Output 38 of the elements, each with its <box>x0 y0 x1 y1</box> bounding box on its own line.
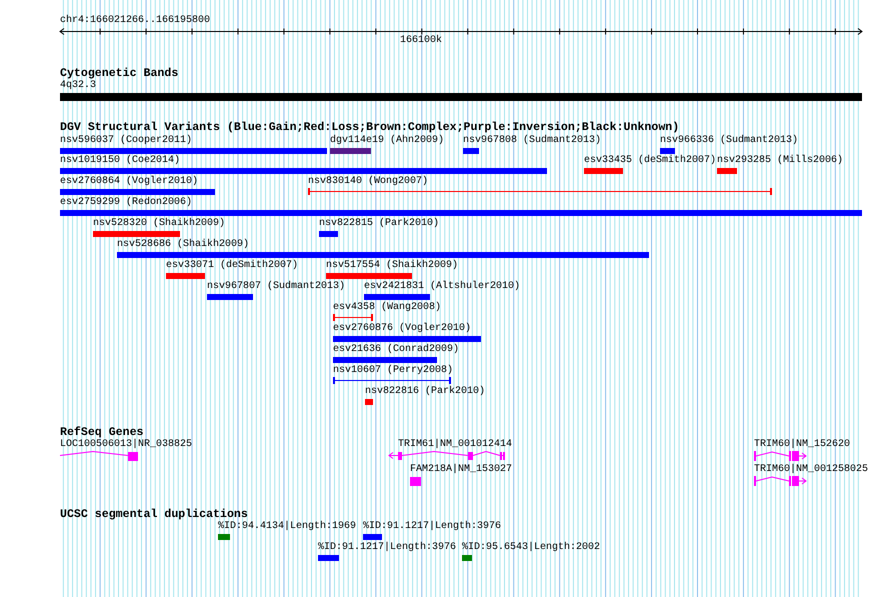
variant-label: nsv517554 (Shaikh2009) <box>326 260 458 272</box>
scale-tick-label: 166100k <box>400 35 442 47</box>
variant-label: esv33435 (deSmith2007) <box>584 155 716 167</box>
variant-label: nsv10607 (Perry2008) <box>333 365 454 377</box>
variant-label: esv2760876 (Vogler2010) <box>333 323 472 335</box>
variant-label: nsv967807 (Sudmant2013) <box>207 281 346 293</box>
variant-label: nsv528686 (Shaikh2009) <box>117 239 250 251</box>
gene-label: FAM218A|NM_153027 <box>410 464 512 476</box>
duplication-label: %ID:94.4134|Length:1969 <box>218 521 356 533</box>
variant-label: esv2759299 (Redon2006) <box>60 197 192 209</box>
gene-label: TRIM60|NM_001258025 <box>754 464 868 476</box>
variant-label: dgv114e19 (Ahn2009) <box>330 134 444 146</box>
variant-label: esv33071 (deSmith2007) <box>166 260 298 272</box>
gene-label: TRIM60|NM_152620 <box>754 439 850 451</box>
variant-label: nsv293285 (Mills2006) <box>717 155 844 167</box>
duplication-label: %ID:91.1217|Length:3976 <box>318 542 456 554</box>
track-title: DGV Structural Variants (Blue:Gain;Red:Loss;Brown:Complex;Purple:Inversion;Black:Unknown) <box>60 120 680 134</box>
variant-label: nsv822815 (Park2010) <box>319 218 440 230</box>
ruler-label: chr4:166021266..166195800 <box>60 15 210 27</box>
variant-label: nsv830140 (Wong2007) <box>308 176 428 188</box>
variant-label: nsv967808 (Sudmant2013) <box>463 134 602 146</box>
variant-label: nsv966336 (Sudmant2013) <box>660 134 798 146</box>
variant-label: esv2421831 (Altshuler2010) <box>364 281 520 293</box>
variant-label: esv21636 (Conrad2009) <box>333 344 460 356</box>
variant-label: nsv596037 (Cooper2011) <box>60 134 192 146</box>
variant-label: esv2760864 (Vogler2010) <box>60 176 198 188</box>
gene-label: TRIM61|NM_001012414 <box>398 439 512 451</box>
track-title: RefSeq Genes <box>60 426 144 438</box>
track-title: Cytogenetic Bands <box>60 67 178 80</box>
duplication-label: %ID:95.6543|Length:2002 <box>462 542 600 554</box>
variant-label: nsv1019150 (Coe2014) <box>60 155 180 167</box>
band-label: 4q32.3 <box>60 80 96 92</box>
variant-label: esv4358 (Wang2008) <box>333 302 442 314</box>
variant-label: nsv822816 (Park2010) <box>365 386 486 398</box>
variant-label: nsv528320 (Shaikh2009) <box>93 218 226 230</box>
track-title: UCSC segmental duplications <box>60 508 248 521</box>
gene-label: LOC100506013|NR_038825 <box>60 439 192 451</box>
duplication-label: %ID:91.1217|Length:3976 <box>363 521 502 533</box>
